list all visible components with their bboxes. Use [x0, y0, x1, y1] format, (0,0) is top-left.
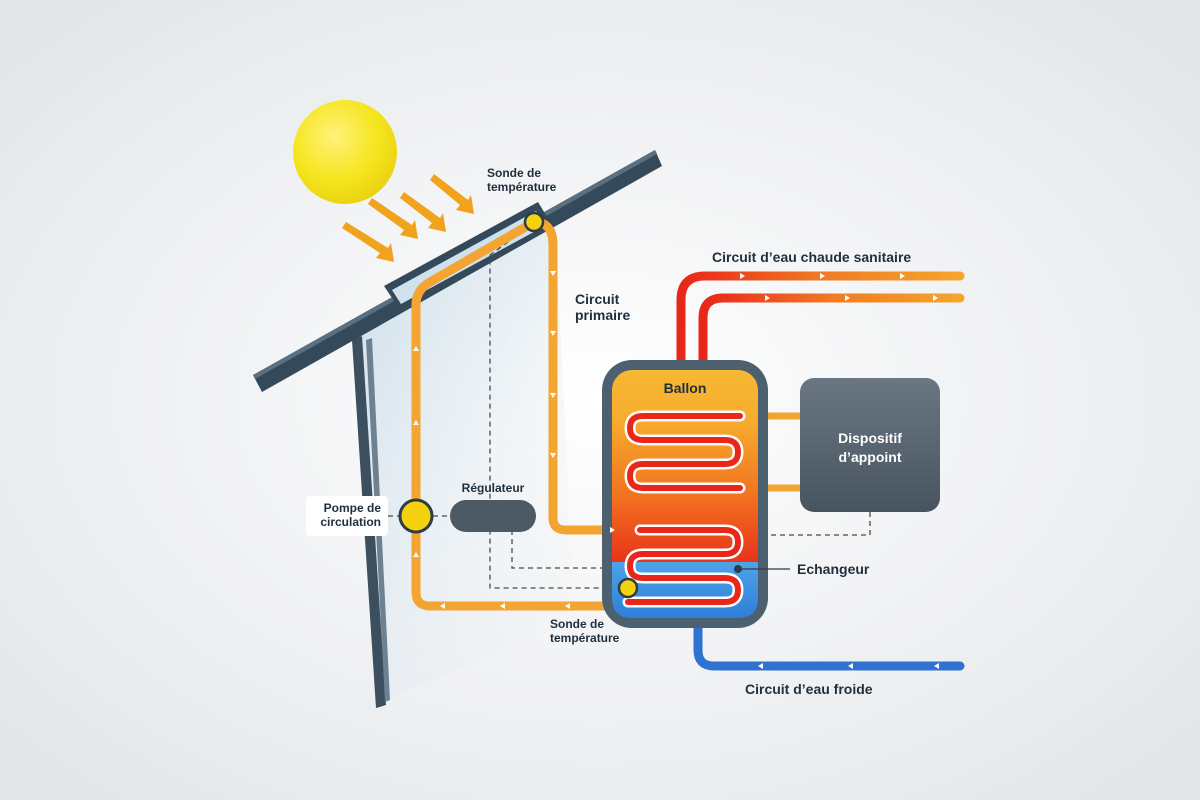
cold-water-pipe: [693, 623, 965, 671]
pump-label-bg: [306, 496, 388, 536]
primary-circuit-pipe: [411, 217, 640, 611]
flow-arrows: [413, 271, 939, 669]
backup-heater-label-2: d’appoint: [839, 449, 902, 465]
upper-coil-inner: [626, 413, 743, 491]
hot-water-circuit-label: Circuit d’eau chaude sanitaire: [712, 249, 911, 265]
temperature-sensor-top: [523, 211, 545, 233]
sun: [293, 100, 397, 204]
cold-water-circuit-label: Circuit d’eau froide: [745, 681, 873, 697]
pump-label-1: Pompe de: [324, 501, 382, 515]
backup-heater: [800, 378, 940, 512]
tank-label: Ballon: [664, 380, 707, 396]
pump-label-2: circulation: [320, 515, 381, 529]
exchanger-label: Echangeur: [797, 561, 870, 577]
temperature-sensor-bottom: [617, 577, 639, 599]
regulator-label: Régulateur: [462, 481, 525, 495]
exchanger-dot: [734, 565, 742, 573]
regulator: [450, 500, 536, 532]
sensor-top-label-1: Sonde de: [487, 166, 541, 180]
sun-rays: [342, 174, 474, 262]
backup-heater-label-1: Dispositif: [838, 430, 902, 446]
primary-circuit-label-1: Circuit: [575, 291, 620, 307]
sensor-bottom-label-1: Sonde de: [550, 617, 604, 631]
circulation-pump: [398, 498, 434, 534]
sensor-top-label-2: température: [487, 180, 557, 194]
hot-water-pipes: [676, 271, 965, 367]
sensor-bottom-label-2: température: [550, 631, 620, 645]
primary-circuit-label-2: primaire: [575, 307, 630, 323]
lower-coil-inner: [625, 527, 742, 605]
